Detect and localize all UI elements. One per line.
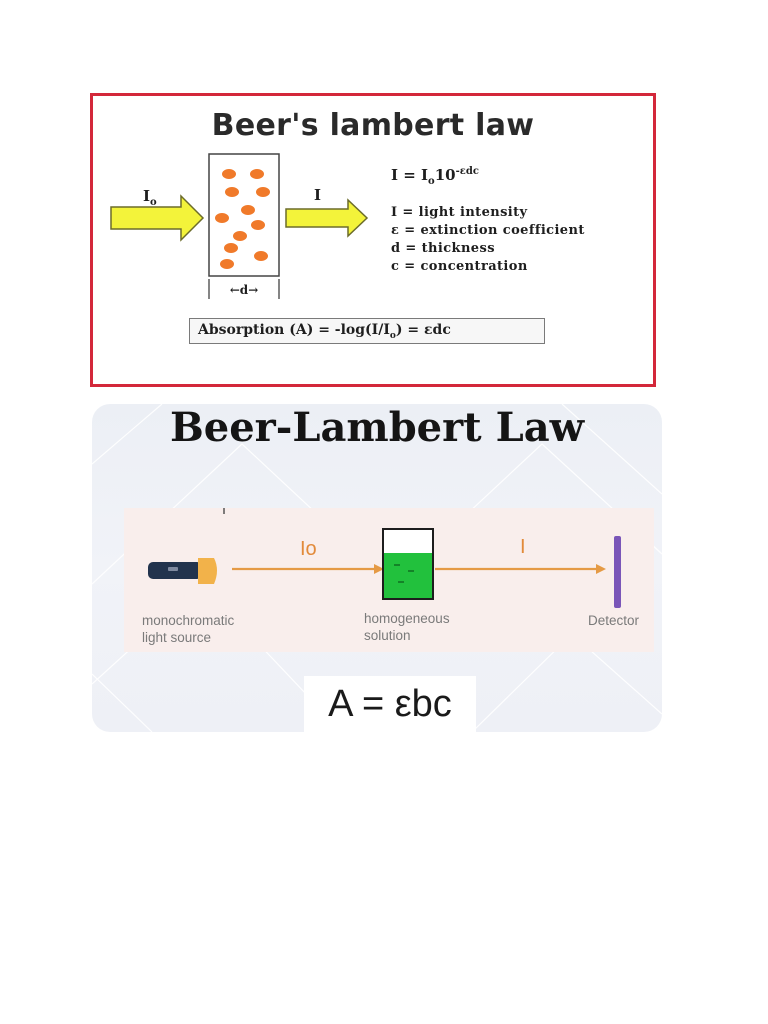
incident-beam-label: Io: [300, 538, 317, 560]
absorption-formula-box: Absorption (A) = -log(I/Io) = εdc: [189, 318, 545, 344]
detector-icon: [614, 536, 621, 608]
particle: [251, 220, 265, 230]
transmitted-beam-label: I: [520, 536, 526, 558]
transmitted-light-arrow: [285, 198, 369, 238]
experiment-setup: Io I monochromatic light source homogene…: [124, 508, 654, 652]
panel-title: Beer's lambert law: [211, 108, 535, 143]
solution-label: homogeneous solution: [364, 611, 450, 643]
incident-intensity-label: Io: [143, 187, 157, 208]
definition-item: c = concentration: [391, 259, 528, 274]
definition-item: I = light intensity: [391, 205, 528, 220]
particle: [224, 243, 238, 253]
incident-light-arrow: [110, 194, 205, 242]
particle: [256, 187, 270, 197]
transmitted-intensity-label: I: [314, 186, 321, 204]
light-source-label: monochromatic light source: [142, 613, 235, 645]
particle: [241, 205, 255, 215]
particle: [222, 169, 236, 179]
definition-item: ε = extinction coefficient: [391, 223, 585, 238]
transmitted-beam-arrowhead: [596, 564, 606, 574]
particle: [225, 187, 239, 197]
definition-item: d = thickness: [391, 241, 495, 256]
absorbing-particles: [215, 169, 270, 269]
beaker-icon: [382, 528, 434, 600]
panel-title: Beer-Lambert Law: [169, 404, 585, 451]
incident-beam-arrowhead: [374, 564, 384, 574]
particle: [215, 213, 229, 223]
intensity-equation: I = Io10-εdc: [391, 166, 479, 187]
detector-label: Detector: [588, 613, 640, 628]
setup-drawing: [148, 508, 621, 608]
particle: [233, 231, 247, 241]
flashlight-icon: [148, 558, 217, 584]
particle: [220, 259, 234, 269]
absorbance-formula: A = εbc: [304, 676, 476, 732]
thickness-label: ←d→: [230, 283, 259, 297]
variable-definitions: I = light intensity ε = extinction coeff…: [391, 204, 585, 276]
beer-lambert-diagram-panel: Beer's lambert law Io I ←d→: [90, 93, 656, 387]
particle: [250, 169, 264, 179]
cuvette-diagram: Io I ←d→: [110, 153, 369, 299]
particle: [254, 251, 268, 261]
beer-lambert-setup-panel: Beer-Lambert Law: [92, 404, 662, 732]
